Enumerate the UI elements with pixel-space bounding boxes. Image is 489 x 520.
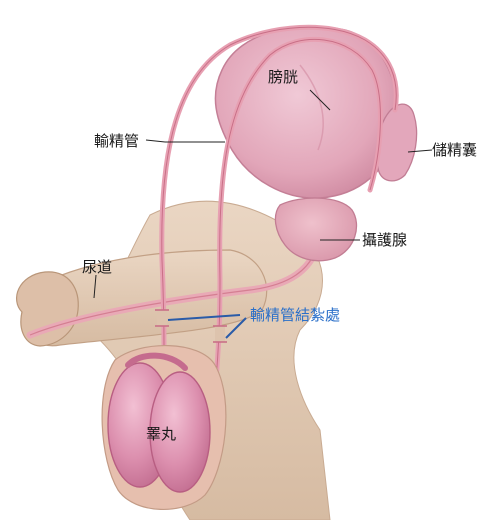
- label-seminal-vesicle: 儲精囊: [432, 141, 477, 159]
- label-prostate: 攝護腺: [362, 231, 407, 249]
- label-urethra: 尿道: [82, 258, 112, 276]
- bladder: [215, 26, 397, 198]
- leader-vas-1: [146, 140, 165, 142]
- label-ligation-site: 輸精管結紮處: [250, 306, 340, 324]
- label-bladder: 膀胱: [268, 68, 298, 86]
- label-testis: 睪丸: [146, 425, 176, 443]
- ligation-gap-left: [157, 310, 167, 326]
- label-vas-deferens: 輸精管: [94, 132, 139, 150]
- ligation-gap-right: [215, 326, 225, 342]
